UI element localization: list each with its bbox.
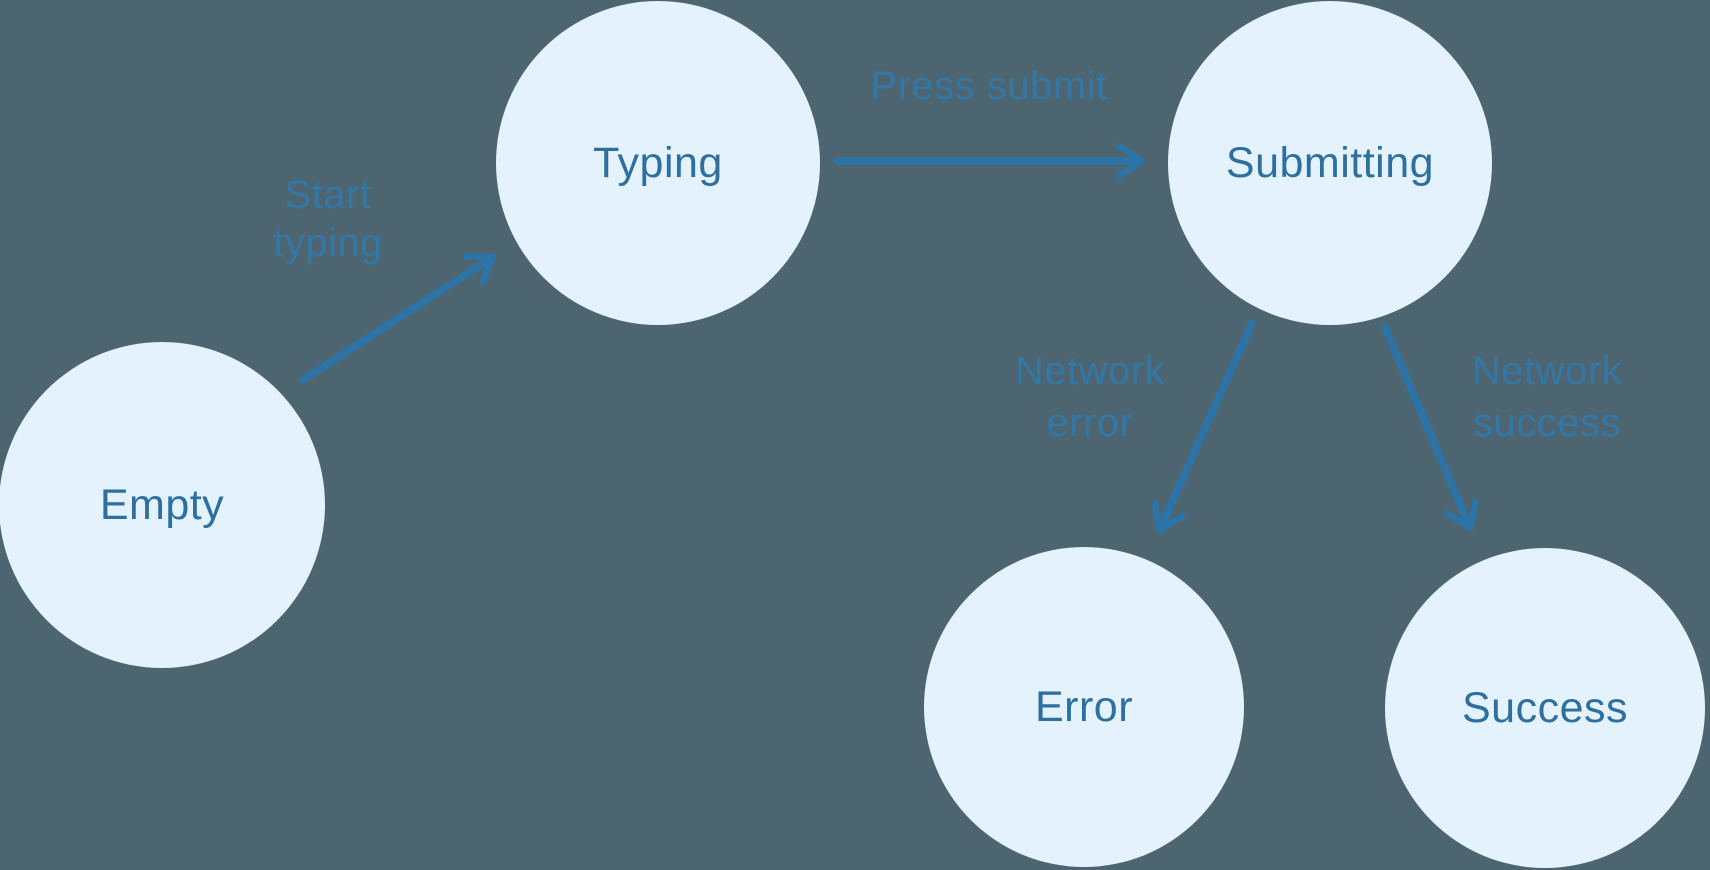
edge-label-network-error: Network error [1014,349,1166,445]
state-node-label: Error [1034,682,1134,731]
edge-label-start-typing: Start typing [273,173,383,265]
edge-submitting-to-error-arrow [1151,319,1256,534]
state-node-label: Empty [99,480,225,529]
state-node-error: Error [924,547,1244,867]
edge-label-network-success: Network success [1471,349,1623,445]
state-node-label: Typing [593,138,723,187]
edge-empty-to-typing-arrow [299,253,497,384]
state-node-empty: Empty [0,342,325,668]
edge-submitting-to-success-arrow [1381,323,1479,532]
edge-label-press-submit: Press submit [870,64,1108,108]
state-node-success: Success [1385,548,1705,868]
state-node-typing: Typing [496,1,820,325]
state-node-submitting: Submitting [1168,1,1492,325]
state-node-label: Submitting [1225,138,1435,187]
state-node-label: Success [1461,683,1628,732]
